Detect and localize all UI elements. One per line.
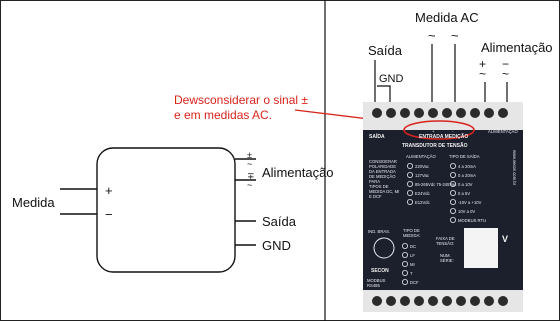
note-line: TIPOS DE — [369, 184, 389, 189]
saida-options: TIPO DE SAÍDA 4 a 20mA 0 a 20mA 0 a 10V … — [449, 154, 486, 223]
saida-label: Saída — [262, 214, 297, 229]
entrada-plus: + — [432, 129, 435, 134]
option-label: E24Vdc — [415, 191, 430, 196]
power-symbol-3: ∓ — [247, 171, 255, 181]
device-body — [363, 102, 523, 312]
side-url: www.secon.com.br — [512, 150, 517, 186]
power-ac-symbol-1: ~ — [479, 67, 486, 81]
device-title: TRANSDUTOR DE TENSÃO — [402, 142, 468, 149]
alimentacao-options: ALIMENTAÇÃO 220Vac 127Vac 85-265Vdc 75-2… — [406, 154, 456, 205]
gnd-leader — [377, 85, 391, 108]
ind-reg-label: IND. BRAS. — [368, 229, 390, 234]
ac-symbol-2: ~ — [451, 28, 459, 43]
saida-title: TIPO DE SAÍDA — [449, 154, 480, 159]
option-label: T — [410, 271, 413, 276]
tipo-title: MEDIDA: — [403, 233, 420, 238]
entrada-label: ENTRADA MEDIÇÃO — [419, 133, 468, 140]
option-label: 0 a 5V — [458, 191, 470, 196]
device-alimentacao-label: Alimentação — [481, 40, 553, 55]
option-label: 0 a 20mA — [458, 173, 476, 178]
power-plus-sign: + — [479, 57, 486, 71]
brand-name: SECON — [371, 268, 389, 274]
device-saida-label: Saída — [368, 43, 403, 58]
modbus-label: MODBUS — [367, 278, 386, 283]
device-callouts: Saída GND Medida AC ~ ~ Alimentação + − … — [174, 10, 553, 126]
option-label: 0 a 10V — [458, 182, 473, 187]
transducer-device: SAÍDA + - ENTRADA MEDIÇÃO ALIMENTAÇÃO TR… — [363, 102, 523, 312]
note-line: E DCF — [369, 194, 382, 199]
power-symbol-4: ~ — [247, 180, 252, 190]
num-serie: SÉRIE: — [440, 258, 454, 263]
option-label: DCF — [410, 280, 419, 285]
faixa-title: FAIXA DE — [436, 236, 455, 241]
plus-sign: + — [105, 183, 113, 198]
gnd-label: GND — [262, 238, 291, 253]
device-gnd-label: GND — [379, 73, 404, 85]
transducer-block — [96, 147, 236, 273]
option-label: 127Vac — [415, 173, 429, 178]
v-label: V — [502, 234, 508, 244]
bottom-terminal-screws — [372, 296, 508, 306]
tipo-medida-options: TIPO DE MEDIDA: DC LF MI T DCF — [401, 228, 420, 285]
alimentacao-terminal-label: ALIMENTAÇÃO — [488, 129, 518, 134]
top-terminal-screws — [372, 108, 508, 118]
alimentacao-title: ALIMENTAÇÃO — [406, 154, 436, 159]
note-line: MEDIDA DC, MI — [369, 189, 399, 194]
serial-label-sticker — [464, 228, 498, 268]
polarity-note: CONSIDERAR POLARIDADE DA ENTRADA DE MEDI… — [369, 159, 399, 199]
option-label: LF — [410, 253, 415, 258]
secon-logo-icon — [373, 237, 395, 259]
modbus-label: RS485 — [367, 283, 380, 288]
alimentacao-label: Alimentação — [262, 165, 334, 180]
left-schematic: Medida + − ± ~ ∓ ~ Alimentação Saída GND — [12, 147, 334, 273]
power-ac-symbol-2: ~ — [502, 67, 509, 81]
tipo-title: TIPO DE — [403, 228, 420, 233]
option-label: E12Vdc — [415, 200, 430, 205]
medida-ac-label: Medida AC — [415, 10, 479, 25]
note-line: DA ENTRADA — [369, 169, 396, 174]
highlight-ellipse — [403, 120, 475, 140]
option-label: MODBUS RTU — [458, 218, 486, 223]
warning-line-2: e em medidas AC. — [174, 108, 272, 122]
note-line: PARA — [369, 179, 380, 184]
ac-symbol-1: ~ — [428, 28, 436, 43]
minus-sign: − — [105, 207, 113, 222]
power-symbol-1: ± — [247, 150, 252, 160]
option-label: DC — [410, 244, 416, 249]
note-line: POLARIDADE — [369, 164, 396, 169]
note-line: DE MEDIÇÃO — [369, 174, 396, 179]
option-label: 10V a 0V — [458, 209, 475, 214]
faixa-title: TENSÃO: — [436, 241, 454, 246]
option-label: 85-265Vdc 75-245Vac — [415, 182, 456, 187]
entrada-minus: - — [452, 129, 454, 134]
power-symbol-2: ~ — [247, 159, 252, 169]
option-label: 220Vac — [415, 164, 429, 169]
power-minus-sign: − — [502, 57, 509, 71]
medida-label: Medida — [12, 195, 55, 210]
note-line: CONSIDERAR — [369, 159, 397, 164]
option-label: 4 a 20mA — [458, 164, 476, 169]
num-serie: NUM. — [440, 253, 451, 258]
option-label: -10V a +10V — [458, 200, 482, 205]
option-label: MI — [410, 262, 415, 267]
saida-terminal-label: SAÍDA — [369, 132, 385, 140]
warning-line-1: Dewsconsiderar o sinal ± — [174, 93, 308, 107]
